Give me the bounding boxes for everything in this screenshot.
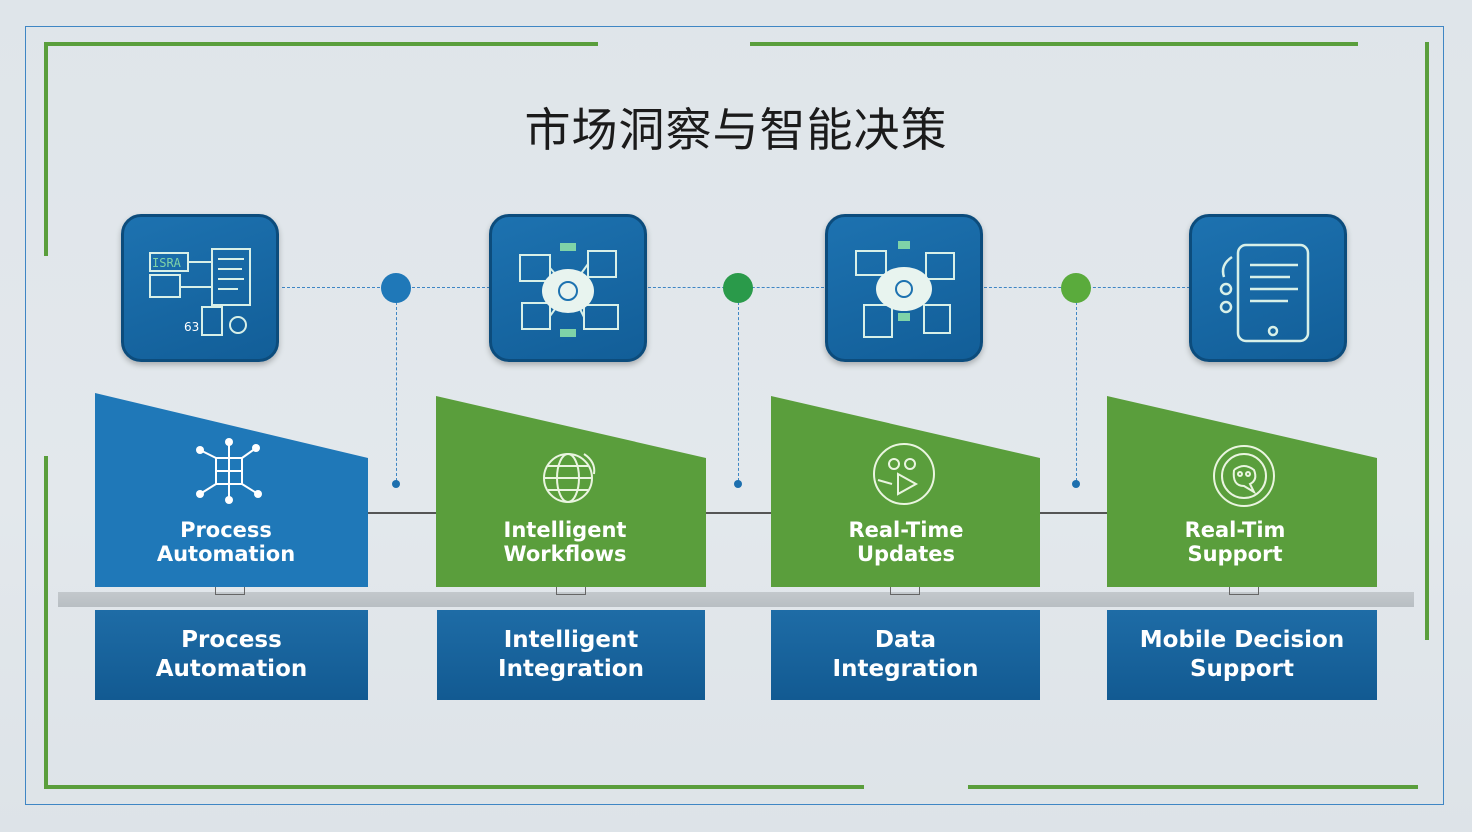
stem-4 bbox=[1229, 587, 1259, 595]
stage-2-top-line-2: Workflows bbox=[503, 542, 627, 566]
stage-3-bottom-line-1: Data bbox=[874, 627, 937, 653]
stage-1-top-line-2: Automation bbox=[156, 542, 296, 566]
stage-1-top-label: Process Automation bbox=[95, 518, 357, 566]
page-title: 市场洞察与智能决策 bbox=[524, 103, 948, 157]
stage-4-bottom-line-2: Support bbox=[1189, 656, 1294, 682]
drop-line-2 bbox=[738, 302, 739, 486]
dot-3 bbox=[1072, 480, 1080, 488]
stage-4-bottom-line-1: Mobile Decision bbox=[1139, 627, 1345, 653]
stage-1-bottom-line-2: Automation bbox=[155, 656, 308, 682]
play-circle-icon bbox=[873, 443, 935, 505]
stage-4-top-line-2: Support bbox=[1187, 542, 1283, 566]
chat-circle-icon bbox=[1213, 445, 1275, 507]
frame-bar-bottom-right bbox=[968, 785, 1418, 789]
frame-bar-left-bottom bbox=[44, 456, 48, 788]
stage-4-top-label: Real-Tim Support bbox=[1107, 518, 1363, 566]
stem-1 bbox=[215, 587, 245, 595]
svg-text:ISRA: ISRA bbox=[152, 256, 182, 270]
stage-4-top-line-1: Real-Tim bbox=[1184, 518, 1286, 542]
stage-2-bottom-line-2: Integration bbox=[498, 656, 644, 682]
stage-2-bottom-box: Intelligent Integration bbox=[437, 610, 705, 700]
timeline-base-line bbox=[368, 512, 1108, 514]
workflow-network-icon bbox=[489, 214, 647, 362]
frame-bar-right bbox=[1425, 42, 1429, 640]
dot-2 bbox=[734, 480, 742, 488]
stage-3-top-line-1: Real-Time bbox=[848, 518, 964, 542]
stage-3-top-line-2: Updates bbox=[856, 542, 956, 566]
svg-text:63: 63 bbox=[184, 320, 199, 334]
node-2 bbox=[723, 273, 753, 303]
panel-top-4 bbox=[1107, 396, 1377, 587]
stage-2-top-line-1: Intelligent bbox=[503, 518, 627, 542]
dot-1 bbox=[392, 480, 400, 488]
cube-network-icon bbox=[196, 438, 262, 504]
outer-frame bbox=[25, 26, 1444, 805]
drop-line-3 bbox=[1076, 302, 1077, 486]
panel-top-3 bbox=[771, 396, 1040, 587]
stage-4-bottom-box: Mobile Decision Support bbox=[1107, 610, 1377, 700]
shelf bbox=[58, 592, 1414, 607]
stage-2-bottom-line-1: Intelligent bbox=[503, 627, 639, 653]
frame-bar-top-right bbox=[750, 42, 1358, 46]
stage-1-bottom-line-1: Process bbox=[181, 627, 282, 653]
stem-2 bbox=[556, 587, 586, 595]
globe-icon bbox=[543, 453, 596, 503]
panel-top-1 bbox=[95, 393, 368, 587]
panel-top-2 bbox=[436, 396, 706, 587]
stage-1-bottom-box: Process Automation bbox=[95, 610, 368, 700]
frame-bar-left-top bbox=[44, 42, 48, 256]
stage-3-top-label: Real-Time Updates bbox=[771, 518, 1041, 566]
node-1 bbox=[381, 273, 411, 303]
stem-3 bbox=[890, 587, 920, 595]
stage-3-bottom-box: Data Integration bbox=[771, 610, 1040, 700]
stage-1-top-line-1: Process bbox=[180, 518, 272, 542]
dashboard-documents-icon: ISRA 63 bbox=[121, 214, 279, 362]
frame-bar-bottom-left bbox=[44, 785, 864, 789]
frame-bar-top-left bbox=[44, 42, 598, 46]
stage-2-top-label: Intelligent Workflows bbox=[436, 518, 694, 566]
node-3 bbox=[1061, 273, 1091, 303]
stage-3-bottom-line-2: Integration bbox=[832, 656, 979, 682]
cloud-documents-icon bbox=[825, 214, 983, 362]
mobile-tablet-icon bbox=[1189, 214, 1347, 362]
drop-line-1 bbox=[396, 302, 397, 486]
